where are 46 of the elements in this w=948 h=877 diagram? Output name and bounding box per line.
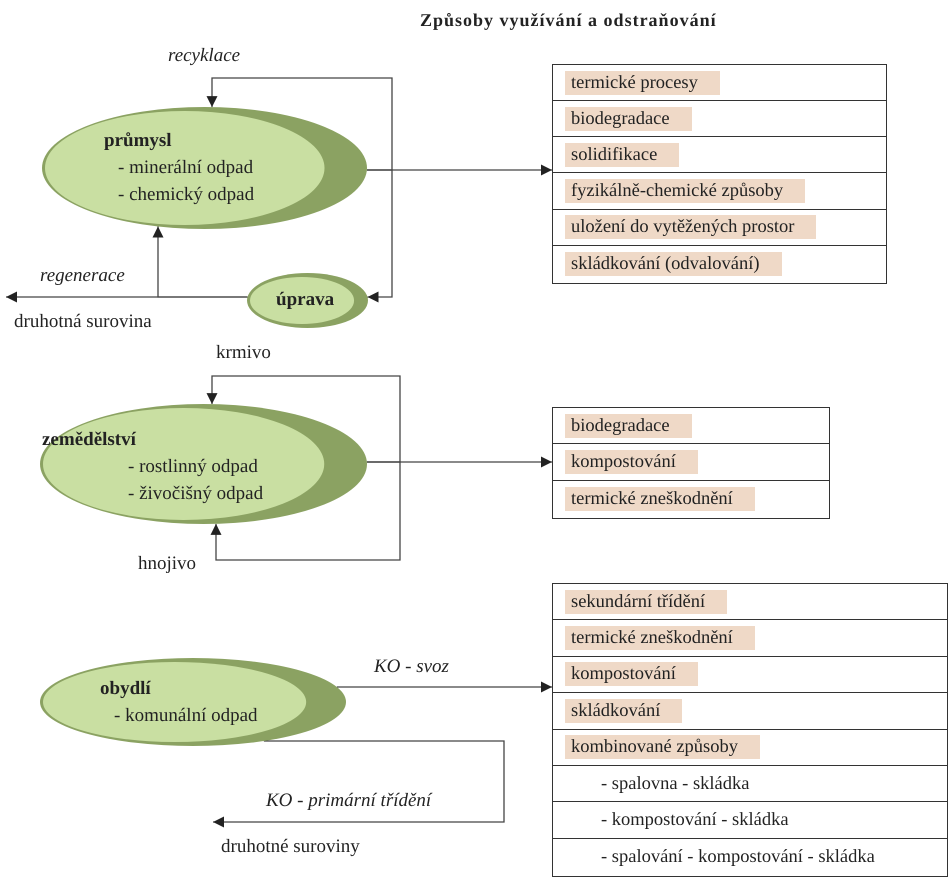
method-text: solidifikace xyxy=(565,142,680,167)
ellipse-item: - minerální odpad xyxy=(117,156,254,180)
methods-table xyxy=(552,407,830,519)
method-text: termické procesy xyxy=(565,70,720,95)
arrow xyxy=(206,77,393,171)
source-ellipse xyxy=(40,658,346,746)
sub-item-text: - spalování - kompostování - skládka xyxy=(601,846,875,869)
ellipse-item: - rostlinný odpad xyxy=(127,455,258,479)
arrow xyxy=(210,461,401,561)
arrow xyxy=(366,169,393,302)
arrow xyxy=(336,682,552,692)
ellipse-item: - chemický odpad xyxy=(117,183,254,207)
ellipse-heading: obydlí xyxy=(100,677,151,701)
ellipse-heading: úprava xyxy=(276,288,334,312)
arrow xyxy=(152,226,248,298)
edge-label: recyklace xyxy=(166,45,242,67)
diagram-title: Způsoby využívání a odstraňování xyxy=(420,10,717,31)
method-text: biodegradace xyxy=(565,106,692,131)
ellipse-heading: zemědělství xyxy=(42,428,136,452)
sub-item-text: - kompostování - skládka xyxy=(601,808,789,832)
method-text: fyzikálně-chemické způsoby xyxy=(565,179,806,204)
ellipse-heading: průmysl xyxy=(104,129,172,153)
source-ellipse xyxy=(40,404,367,524)
source-ellipse xyxy=(247,273,368,328)
method-text: sekundární třídění xyxy=(565,590,728,614)
method-text: skládkování xyxy=(565,698,682,723)
edge-label: KO - primární třídění xyxy=(264,790,434,812)
method-text: skládkování (odvalování) xyxy=(565,252,782,276)
method-text: kombinované způsoby xyxy=(565,735,760,760)
method-text: termické zneškodnění xyxy=(565,626,755,650)
method-text: uložení do vytěžených prostor xyxy=(565,215,816,240)
output-label: druhotná surovina xyxy=(14,311,152,332)
source-ellipse xyxy=(42,107,367,229)
ellipse-item: - živočišný odpad xyxy=(127,482,264,506)
arrow xyxy=(213,740,505,828)
method-text: termické zneškodnění xyxy=(565,486,755,511)
ellipse-item: - komunální odpad xyxy=(113,704,258,728)
sub-item-text: - spalovna - skládka xyxy=(601,772,750,796)
method-text: biodegradace xyxy=(565,414,692,438)
edge-label: hnojivo xyxy=(136,553,198,575)
methods-table xyxy=(552,64,887,284)
arrow xyxy=(206,375,401,463)
output-label: druhotné suroviny xyxy=(221,836,360,857)
method-text: kompostování xyxy=(565,662,698,686)
method-text: kompostování xyxy=(565,450,698,474)
methods-table xyxy=(552,583,948,877)
